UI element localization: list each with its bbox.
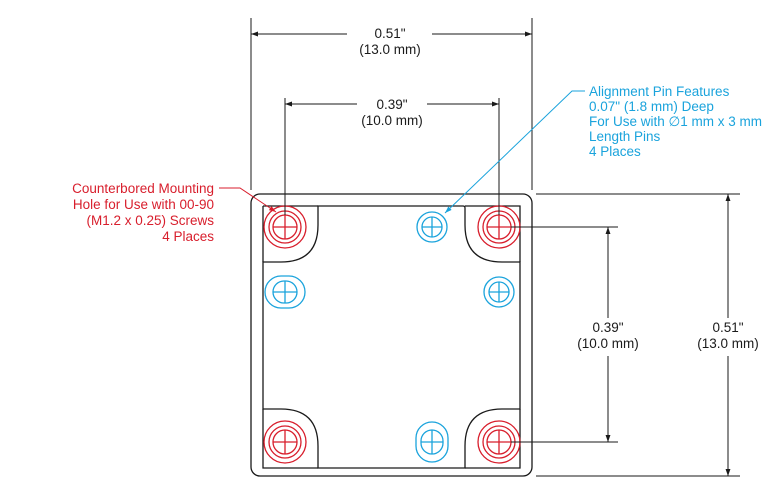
alignment-callout-line-2: 0.07" (1.8 mm) Deep (589, 99, 714, 114)
mounting-holes (263, 205, 521, 464)
mounting-hole-top-left (263, 205, 307, 249)
alignment-callout-line-5: 4 Places (589, 144, 641, 159)
alignment-callout-line-4: Length Pins (589, 129, 661, 144)
alignment-pins (264, 211, 515, 463)
mounting-callout-line-1: Counterbored Mounting (72, 181, 214, 196)
mounting-callout-line-2: Hole for Use with 00-90 (73, 197, 214, 212)
hole-spacing-v-mm: (10.0 mm) (577, 336, 639, 351)
top-width-mm: (13.0 mm) (359, 42, 421, 57)
hole-spacing-h-inch: 0.39" (376, 97, 407, 112)
hole-spacing-v-inch: 0.39" (592, 320, 623, 335)
top-width-inch: 0.51" (374, 26, 405, 41)
dimension-right-height: 0.51" (13.0 mm) (536, 193, 759, 477)
part-body (250, 193, 533, 477)
dimension-hole-spacing-horizontal: 0.39" (10.0 mm) (284, 97, 500, 215)
mounting-callout-line-4: 4 Places (162, 229, 214, 244)
alignment-callout-line-1: Alignment Pin Features (589, 84, 730, 99)
callout-alignment-pin: Alignment Pin Features 0.07" (1.8 mm) De… (444, 84, 762, 214)
right-height-inch: 0.51" (712, 320, 743, 335)
corner-pocket-bottom-left (262, 409, 318, 469)
part-outline (250, 193, 533, 477)
mounting-hole-bottom-left (263, 420, 307, 464)
hole-spacing-h-mm: (10.0 mm) (361, 113, 423, 128)
dimension-top-width: 0.51" (13.0 mm) (250, 18, 533, 190)
callout-mounting-hole: Counterbored Mounting Hole for Use with … (72, 181, 277, 244)
corner-pocket-top-right (465, 205, 521, 262)
mounting-callout-line-3: (M1.2 x 0.25) Screws (86, 213, 214, 228)
alignment-pin-left-slot (264, 275, 306, 309)
alignment-pin-top-center (416, 211, 448, 243)
right-height-mm: (13.0 mm) (697, 336, 759, 351)
alignment-callout-line-3: For Use with ∅1 mm x 3 mm (589, 114, 762, 129)
alignment-pin-bottom-slot (415, 421, 449, 463)
dimension-hole-spacing-vertical: 0.39" (10.0 mm) (511, 226, 639, 443)
inner-recess-outline (262, 205, 521, 469)
corner-pocket-bottom-right (465, 409, 521, 469)
alignment-pin-right-slot (483, 276, 515, 308)
